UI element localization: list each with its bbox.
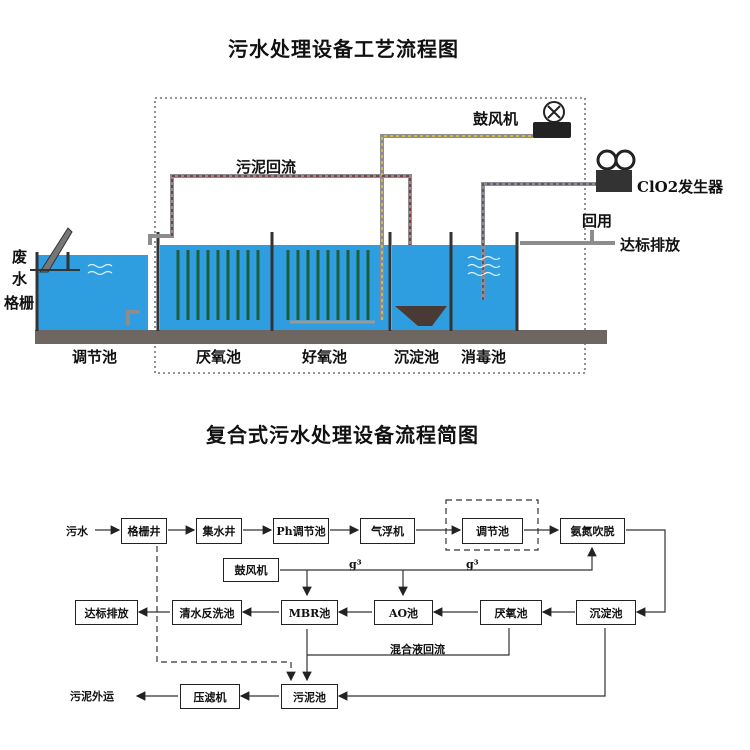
- node-filter-press: 压滤机: [180, 684, 240, 709]
- regulating-tank-water: [38, 255, 148, 330]
- edge-label-g1: g³: [349, 558, 362, 571]
- node-blower: 鼓风机: [223, 558, 279, 582]
- node-ph-tank: Ph调节池: [273, 518, 329, 544]
- flow-connectors: [95, 525, 666, 701]
- bottom-title: 复合式污水处理设备流程简图: [206, 423, 479, 447]
- water-label: 水: [12, 270, 28, 288]
- node-anaerobic: 厌氧池: [480, 600, 542, 625]
- node-grille-well: 格栅井: [121, 518, 167, 544]
- tank-label-settling: 沉淀池: [394, 348, 440, 366]
- node-sewage: 污水: [66, 525, 88, 538]
- grille-screen: [39, 227, 73, 273]
- sludge-return-label: 污泥回流: [236, 158, 297, 176]
- sludge-cone: [395, 306, 447, 326]
- tank-label-disinfection: 消毒池: [461, 348, 507, 366]
- adjust-tank-dashed-frame: [445, 499, 539, 551]
- water-ripples: [87, 255, 501, 277]
- tank-label-regulating: 调节池: [72, 348, 118, 366]
- reuse-label: 回用: [582, 212, 613, 230]
- waste-label: 废: [12, 248, 28, 266]
- node-discharge: 达标排放: [75, 600, 138, 625]
- grille-label: 格栅: [4, 294, 35, 312]
- top-title: 污水处理设备工艺流程图: [228, 37, 459, 61]
- node-collect-well: 集水井: [196, 518, 242, 544]
- diffusers: [176, 250, 370, 320]
- node-mbr: MBR池: [281, 600, 338, 625]
- edge-label-g2: g³: [466, 558, 479, 571]
- blower-icon: [533, 101, 571, 138]
- grille-sludge-dashed-line: [156, 546, 296, 682]
- node-adjust-tank: 调节池: [462, 518, 523, 544]
- ground-slab: [35, 330, 607, 344]
- tank-label-aerobic: 好氧池: [302, 348, 348, 366]
- edge-label-mix-return: 混合液回流: [390, 643, 445, 656]
- node-sedimentation: 沉淀池: [576, 600, 636, 625]
- bio-tank-water: [160, 245, 390, 330]
- clo2-label: ClO2发生器: [637, 178, 724, 196]
- equipment-boundary: [154, 97, 586, 374]
- node-sludge-tank: 污泥池: [281, 684, 338, 709]
- tank-walls: [35, 232, 519, 331]
- discharge-label: 达标排放: [620, 236, 681, 254]
- node-ammonia-strip: 氨氮吹脱: [560, 518, 625, 544]
- blower-label: 鼓风机: [473, 110, 519, 128]
- tank-label-anaerobic: 厌氧池: [196, 348, 242, 366]
- clo2-generator-icon: [596, 149, 636, 192]
- node-air-float: 气浮机: [360, 518, 415, 544]
- node-sludge-out: 污泥外运: [70, 690, 114, 703]
- node-ao: AO池: [374, 600, 433, 625]
- node-clean-backwash: 清水反洗池: [172, 600, 242, 625]
